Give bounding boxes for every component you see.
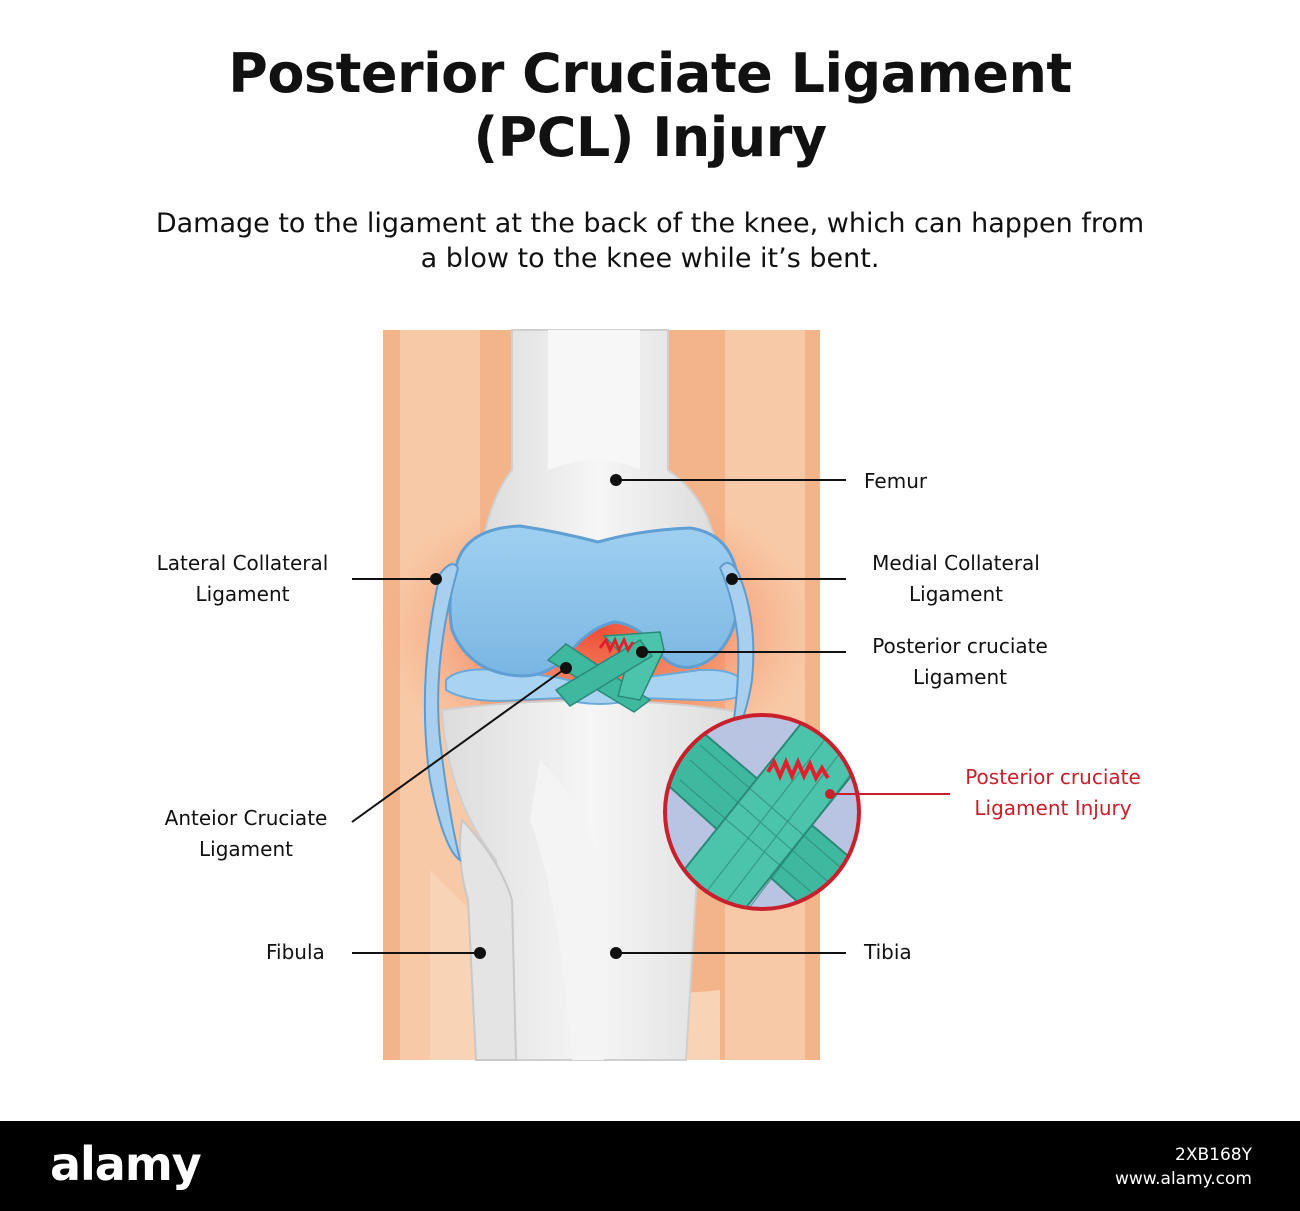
page-subtitle: Damage to the ligament at the back of th…	[80, 206, 1220, 276]
label-pcl-line-2: Ligament	[913, 665, 1007, 689]
label-pcl-line-1: Posterior cruciate	[872, 634, 1048, 658]
leader-lines	[351, 474, 846, 959]
pcl-tear-mark	[598, 636, 635, 654]
label-acl-line-2: Ligament	[199, 837, 293, 861]
watermark-footer: alamy 2XB168Y www.alamy.com	[0, 1121, 1300, 1211]
alamy-logo: alamy	[50, 1137, 202, 1191]
femoral-condyles	[448, 524, 740, 678]
label-femur-text: Femur	[864, 469, 928, 493]
injury-leader-dot	[825, 789, 835, 799]
label-lcl-line-1: Lateral Collateral	[156, 551, 329, 575]
tibia-highlight	[530, 760, 604, 1060]
label-anterior-cruciate: Anteior Cruciate Ligament	[150, 803, 342, 865]
label-femur: Femur	[864, 466, 927, 497]
label-fibula-text: Fibula	[266, 940, 325, 964]
injury-tear-mark	[766, 756, 830, 783]
fibula-bone	[459, 817, 518, 1061]
label-injury-line-2: Ligament Injury	[974, 796, 1132, 820]
label-lateral-collateral: Lateral Collateral Ligament	[140, 548, 345, 610]
label-tibia: Tibia	[864, 937, 912, 968]
subtitle-line-2: a blow to the knee while it’s bent.	[420, 243, 880, 274]
cruciate-ligaments	[546, 631, 665, 713]
footer-url: www.alamy.com	[1114, 1169, 1252, 1189]
label-mcl-line-1: Medial Collateral	[872, 551, 1040, 575]
label-fibula: Fibula	[266, 937, 325, 968]
femur-highlight	[548, 330, 640, 470]
label-tibia-text: Tibia	[864, 940, 912, 964]
label-posterior-cruciate: Posterior cruciate Ligament	[856, 631, 1064, 693]
knee-diagram	[351, 329, 950, 1061]
label-mcl-line-2: Ligament	[909, 582, 1003, 606]
label-injury-line-1: Posterior cruciate	[965, 765, 1141, 789]
image-id: 2XB168Y	[1175, 1145, 1252, 1165]
label-acl-line-1: Anteior Cruciate	[164, 806, 328, 830]
title-line-1: Posterior Cruciate Ligament	[228, 42, 1072, 105]
page-title: Posterior Cruciate Ligament (PCL) Injury	[0, 42, 1300, 170]
label-lcl-line-2: Ligament	[195, 582, 290, 606]
lateral-collateral-ligament	[423, 563, 462, 863]
subtitle-line-1: Damage to the ligament at the back of th…	[155, 208, 1145, 239]
label-pcl-injury: Posterior cruciate Ligament Injury	[950, 762, 1156, 824]
label-medial-collateral: Medial Collateral Ligament	[856, 548, 1056, 610]
footer-meta: 2XB168Y www.alamy.com	[1115, 1143, 1252, 1191]
title-line-2: (PCL) Injury	[473, 106, 827, 169]
